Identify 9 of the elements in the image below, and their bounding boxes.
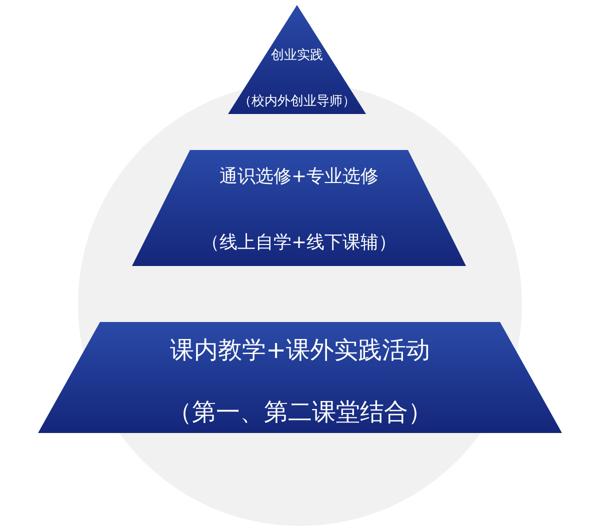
tier-title: 通识选修+专业选修: [218, 165, 380, 189]
pyramid-tier: [38, 322, 562, 433]
pyramid-tier: [228, 5, 366, 114]
tier-subtitle: （第一、第二课堂结合）: [167, 397, 433, 428]
tier-subtitle: （校内外创业导师）: [238, 93, 356, 111]
tier-subtitle: （线上自学+线下课辅）: [200, 231, 398, 255]
pyramid-tier: [132, 150, 466, 266]
tier-title: 课内教学+课外实践活动: [168, 335, 432, 366]
tier-title: 创业实践: [270, 47, 324, 65]
